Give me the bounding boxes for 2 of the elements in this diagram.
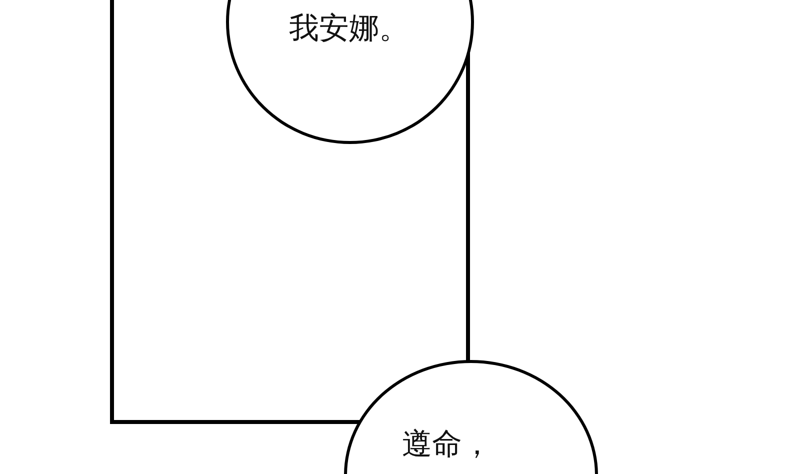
dialogue-text: 我安娜。 <box>289 11 409 47</box>
dialogue-text: 遵命， <box>402 427 492 463</box>
